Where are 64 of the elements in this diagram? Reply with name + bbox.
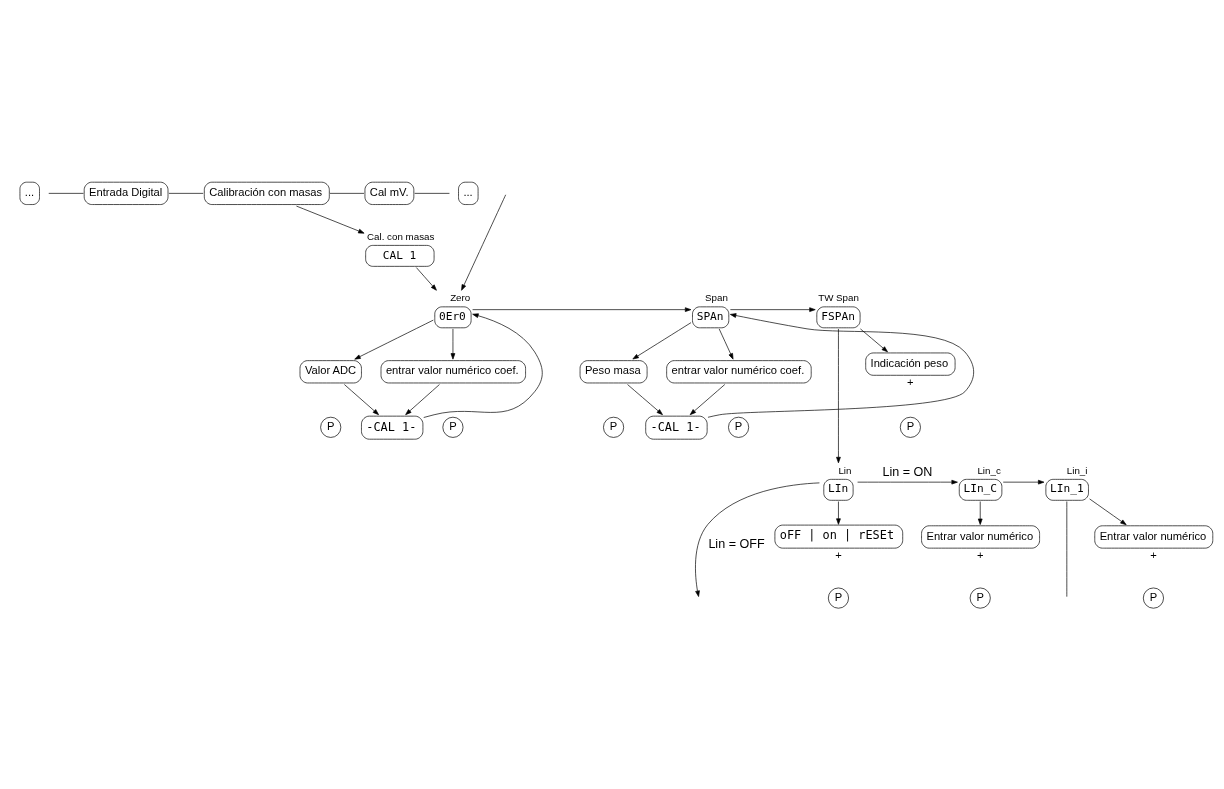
node-circle: P [899, 416, 921, 438]
node-box: Indicación peso [865, 352, 956, 376]
arrow [689, 384, 726, 415]
arrow [730, 307, 816, 312]
arrow [695, 482, 820, 597]
arrow [296, 205, 365, 234]
arrow [472, 307, 692, 312]
arrow [632, 322, 692, 360]
node-label: Lin [838, 464, 852, 476]
node-box: FSPAn [816, 306, 861, 329]
node-label: Cal. con masas [367, 230, 435, 242]
node-circle: P [728, 416, 750, 438]
node-box: CAL 1 [365, 245, 435, 267]
arrow [718, 328, 734, 360]
node-label: Lin_i [1066, 464, 1088, 476]
arrow [405, 384, 440, 415]
node-box: Valor ADC [299, 360, 362, 384]
node-box: -CAL 1- [361, 415, 424, 440]
node-circle: P [603, 416, 625, 438]
node-circle: P [320, 416, 342, 438]
arrow [461, 194, 507, 291]
node-box: LIn_C [958, 479, 1003, 501]
node-box: Entrar valor numérico [921, 525, 1040, 549]
arrow [836, 328, 841, 464]
node-box: Entrar valor numérico [1094, 525, 1214, 549]
arrow [857, 479, 958, 485]
node-circle: P [969, 587, 991, 609]
edge-label: Lin = ON [882, 465, 933, 480]
arrow [836, 501, 841, 525]
node-label: + [977, 549, 984, 562]
node-circle: P [1142, 587, 1164, 609]
node-box: entrar valor numérico coef. [666, 360, 812, 384]
node-box: Entrada Digital [83, 181, 169, 205]
arrow [423, 313, 543, 418]
node-label: + [906, 376, 914, 389]
arrow [627, 384, 663, 415]
node-label: Span [705, 292, 728, 304]
node-box: SPAn [692, 306, 730, 329]
node-label: + [1150, 549, 1157, 562]
node-box: LIn_1 [1045, 479, 1089, 501]
node-label: + [835, 549, 842, 562]
node-circle: P [442, 416, 464, 438]
arrow [450, 328, 456, 360]
arrow [1002, 479, 1045, 485]
node-box: Calibración con masas [203, 181, 330, 205]
node-box: oFF | on | rESEt [774, 524, 904, 549]
node-box: entrar valor numérico coef. [380, 360, 526, 384]
arrow [1089, 498, 1127, 526]
arrow [707, 313, 974, 418]
node-box: Peso masa [579, 360, 648, 384]
arrow [354, 319, 434, 360]
node-box: Cal mV. [364, 181, 415, 205]
node-circle: P [828, 587, 849, 609]
node-box: 0Er0 [434, 306, 472, 329]
arrow [860, 328, 888, 353]
node-box: LIn [823, 479, 854, 501]
edge-label: Lin = OFF [708, 536, 765, 551]
arrow [344, 384, 379, 415]
node-label: Lin_c [977, 464, 1001, 476]
arrow [977, 501, 983, 525]
node-box: -CAL 1- [645, 415, 708, 440]
arrow [416, 267, 437, 291]
node-label: Zero [450, 292, 471, 304]
node-label: TW Span [818, 292, 859, 304]
